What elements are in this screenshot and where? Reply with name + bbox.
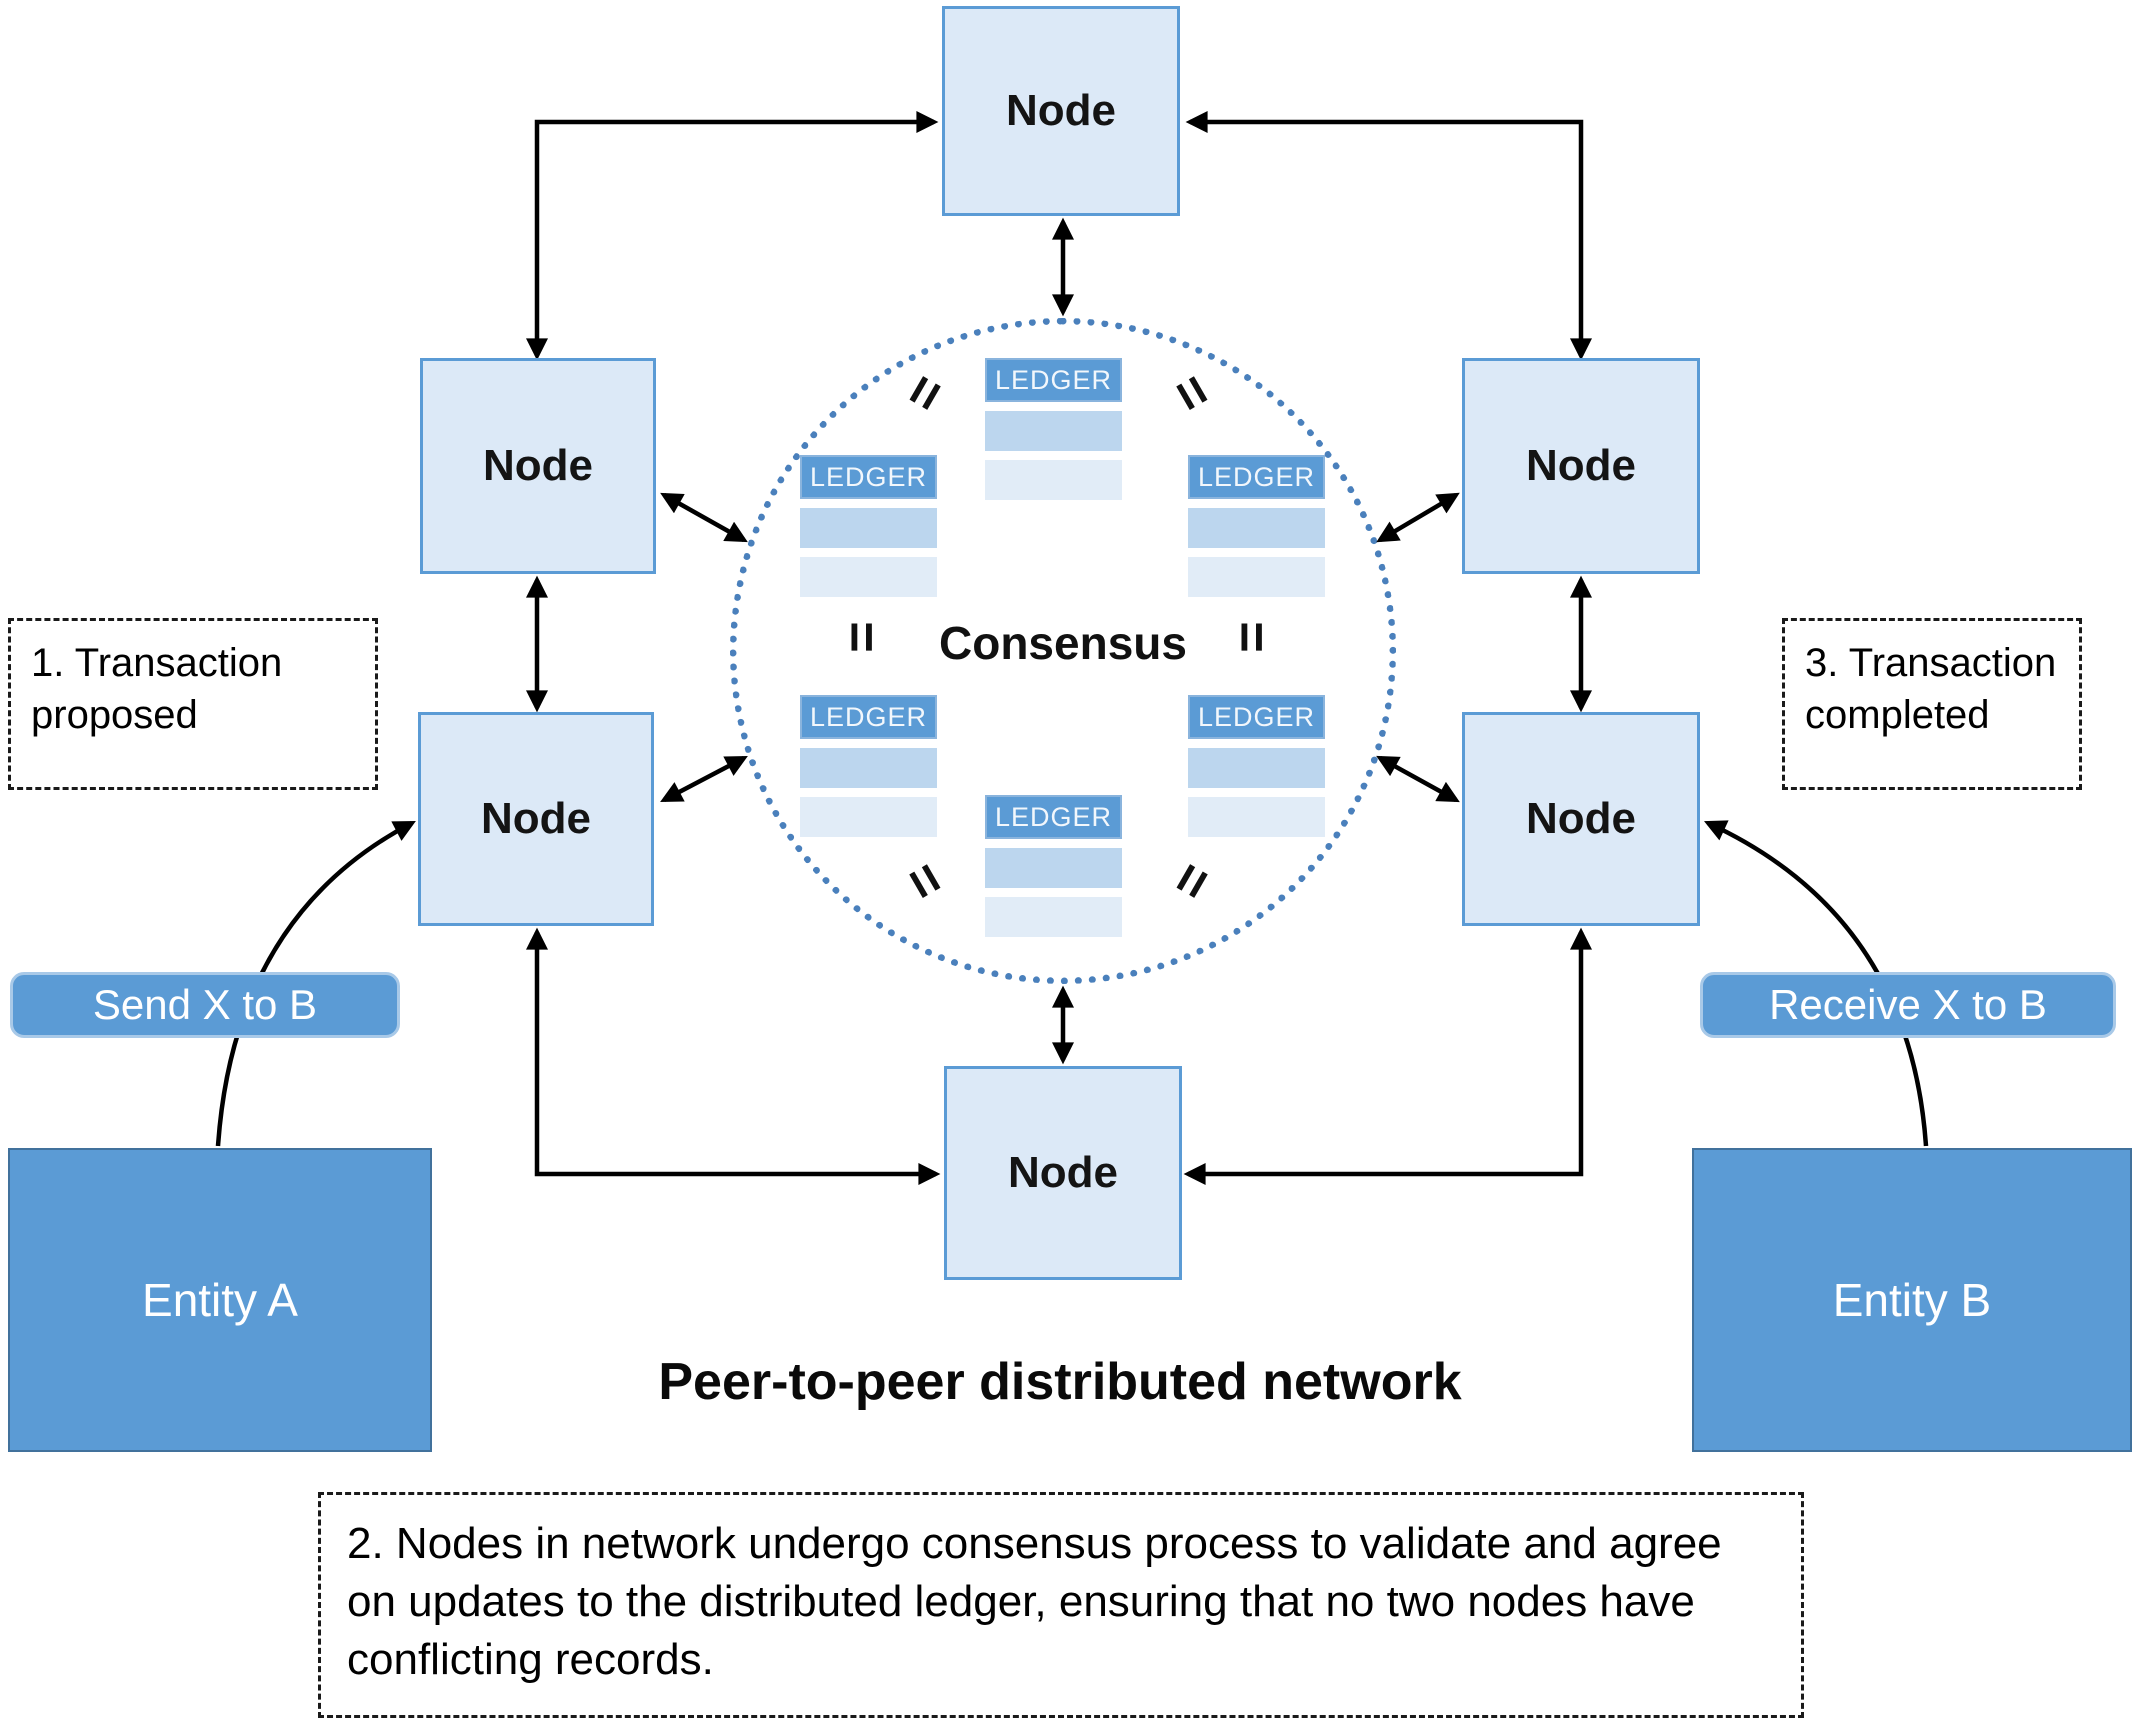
- arrow-leftlower-circle: [660, 755, 748, 803]
- ledger-row: [1188, 797, 1325, 837]
- entity-a-box: Entity A: [8, 1148, 432, 1452]
- ledger-row: [985, 460, 1122, 500]
- ledger-row: [800, 748, 937, 788]
- annotation-step1: 1. Transaction proposed: [8, 618, 378, 790]
- arrow-topright-elbow: [1185, 111, 1592, 361]
- ledger-title: LEDGER: [800, 695, 937, 739]
- arrow-rightlower-circle: [1376, 755, 1460, 803]
- node-left-upper: Node: [420, 358, 656, 574]
- ledger-row: [1188, 508, 1325, 548]
- ledger-row: [800, 557, 937, 597]
- ledger-row: [800, 508, 937, 548]
- arrow-leftupper-circle: [660, 492, 748, 543]
- ledger-row: [985, 848, 1122, 888]
- ledger-lower-right: LEDGER: [1188, 695, 1325, 837]
- receive-label-pill: Receive X to B: [1700, 972, 2116, 1038]
- ledger-left: LEDGER: [800, 455, 937, 597]
- ledger-right: LEDGER: [1188, 455, 1325, 597]
- arrow-rightupper-circle: [1376, 492, 1460, 543]
- ledger-row: [800, 797, 937, 837]
- ledger-title: LEDGER: [800, 455, 937, 499]
- arrow-bottomright-elbow: [1183, 927, 1592, 1185]
- ledger-title: LEDGER: [1188, 695, 1325, 739]
- arrow-entityb-node: [1704, 820, 1929, 1147]
- ledger-row: [985, 897, 1122, 937]
- ledger-row: [1188, 748, 1325, 788]
- node-right-lower: Node: [1462, 712, 1700, 926]
- node-left-lower: Node: [418, 712, 654, 926]
- ledger-title: LEDGER: [1188, 455, 1325, 499]
- annotation-step3: 3. Transaction completed: [1782, 618, 2082, 790]
- node-top: Node: [942, 6, 1180, 216]
- diagram-title: Peer-to-peer distributed network: [658, 1353, 1462, 1411]
- node-right-upper: Node: [1462, 358, 1700, 574]
- ledger-title: LEDGER: [985, 795, 1122, 839]
- arrow-bottomleft-elbow: [526, 927, 941, 1185]
- arrow-topleft-elbow: [526, 111, 939, 361]
- ledger-row: [985, 411, 1122, 451]
- ledger-lower-left: LEDGER: [800, 695, 937, 837]
- node-bottom: Node: [944, 1066, 1182, 1280]
- annotation-step2: 2. Nodes in network undergo consensus pr…: [318, 1492, 1804, 1718]
- entity-b-box: Entity B: [1692, 1148, 2132, 1452]
- ledger-top-center: LEDGER: [985, 358, 1122, 500]
- ledger-title: LEDGER: [985, 358, 1122, 402]
- ledger-row: [1188, 557, 1325, 597]
- ledger-bottom-center: LEDGER: [985, 795, 1122, 937]
- arrow-entitya-node: [215, 820, 416, 1147]
- send-label-pill: Send X to B: [10, 972, 400, 1038]
- consensus-label: Consensus: [939, 617, 1187, 669]
